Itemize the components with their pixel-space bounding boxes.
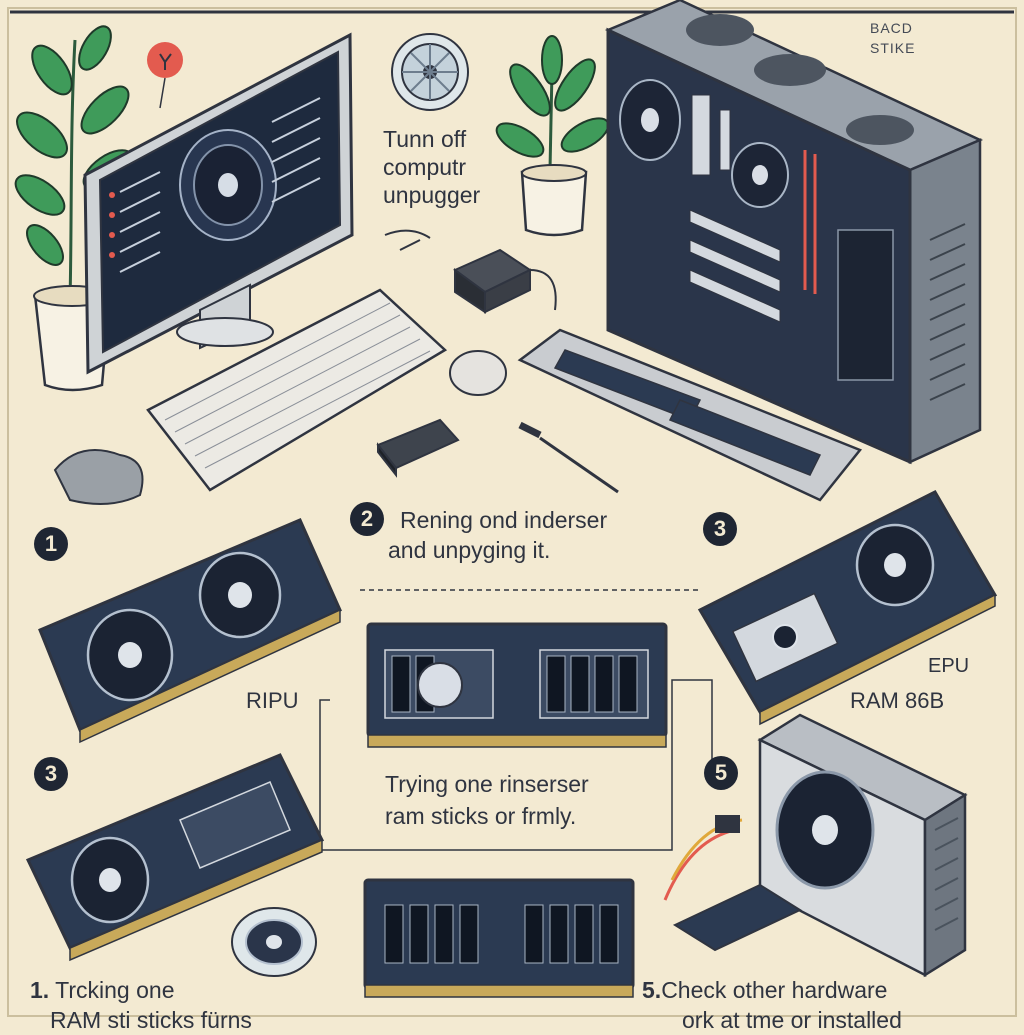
step-badge-5-right: 5 (704, 756, 738, 790)
graphics-card-left-top (38, 518, 342, 744)
potted-plant-left (14, 25, 134, 392)
graphics-card-right-top (697, 490, 998, 726)
center-caption-line1: Trying one rinserser (385, 771, 589, 797)
bottom-right-caption: 5.Check other hardware ork at tme or ins… (642, 975, 902, 1035)
fan-icon (775, 770, 875, 890)
keyboard (146, 288, 448, 492)
fan-icon (731, 142, 789, 208)
step-2-line2: and unpyging it. (388, 537, 551, 563)
power-supply (757, 713, 968, 978)
bottom-left-line2: RAM sti sticks fürns (50, 1007, 252, 1033)
ram-stick-bottom (363, 878, 635, 998)
corner-tag-line2: STIKE (870, 40, 916, 56)
turn-off-note: Tunn off computr unpugger (383, 125, 480, 209)
bottom-right-prefix: 5. (642, 977, 662, 1003)
fan-icon (198, 551, 282, 639)
power-cable-icon (663, 815, 743, 901)
fan-icon (855, 523, 935, 607)
step-badge-3-left: 3 (34, 757, 68, 791)
ripu-label: RIPU (246, 688, 299, 713)
ram-stick-center (366, 622, 668, 748)
step-badge-3-right: 3 (703, 512, 737, 546)
fan-icon (179, 129, 277, 241)
fan-icon (619, 79, 681, 161)
fan-icon (391, 33, 469, 111)
bottom-left-caption: 1. Trcking one RAM sti sticks fürns (30, 975, 252, 1035)
guide-line (319, 679, 713, 851)
red-pin-icon (147, 42, 183, 109)
bottom-right-text1: Check other hardware (661, 977, 888, 1003)
potted-plant-center (495, 35, 610, 237)
bottom-right-line1: 5.Check other hardware (642, 975, 902, 1005)
bottom-left-line1: 1. Trcking one (30, 975, 252, 1005)
corner-tag: BACD STIKE (870, 18, 915, 58)
center-caption-line2: ram sticks or frmly. (385, 803, 577, 829)
pc-tower (517, 0, 984, 502)
cable-icon (518, 421, 619, 494)
graphics-card-left-bottom (25, 753, 325, 962)
monitor (83, 32, 354, 375)
corner-tag-line1: BACD (870, 20, 913, 36)
power-adapter-icon (453, 248, 557, 314)
page-frame (7, 7, 1017, 1017)
step-2-line1: Rening ond inderser (400, 507, 608, 533)
step-badge-1: 1 (34, 527, 68, 561)
ram-size-label: RAM 86B (850, 688, 945, 713)
fan-icon (70, 836, 150, 924)
fan-icon (86, 608, 174, 702)
bottom-left-prefix: 1. (30, 977, 50, 1003)
bottom-left-text1: Trcking one (55, 977, 175, 1003)
circuit-board-icon (672, 883, 803, 952)
mouse-icon (449, 350, 507, 396)
turn-off-line2: computr (383, 154, 467, 180)
step-2-caption: Rening ond inderser and unpyging it. (388, 505, 608, 565)
tool-bag-icon (53, 449, 144, 505)
turn-off-line1: Tunn off (383, 126, 467, 152)
sketch-marks (384, 229, 431, 251)
step-badge-2: 2 (350, 502, 384, 536)
epu-label: EPU (928, 655, 970, 677)
usb-drive-icon (376, 418, 460, 478)
fan-icon (231, 907, 317, 977)
center-caption: Trying one rinserser ram sticks or frmly… (385, 768, 589, 832)
turn-off-line3: unpugger (383, 182, 481, 208)
bottom-right-line2: ork at tme or installed (682, 1007, 902, 1033)
